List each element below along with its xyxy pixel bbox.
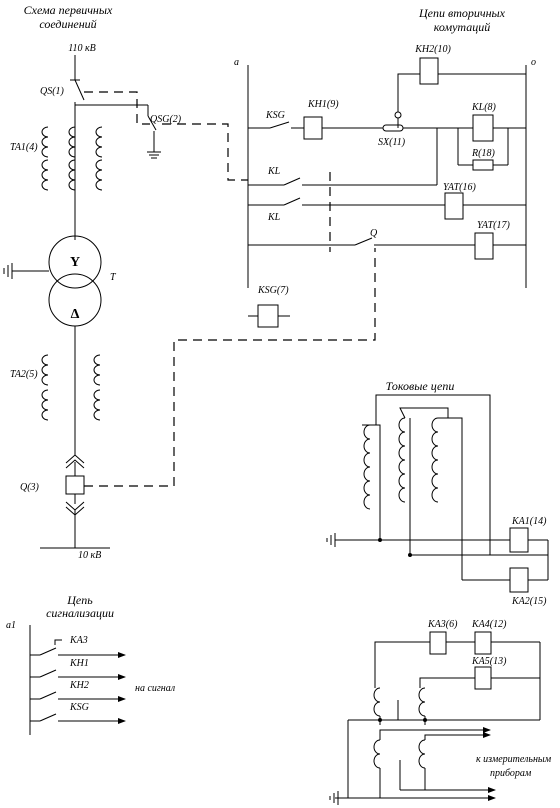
relay-kl8 — [472, 114, 494, 142]
r18-label: R(18) — [471, 148, 495, 159]
current-heading: Токовые цепи — [386, 379, 455, 393]
relay-ksg7 — [257, 304, 279, 328]
to-signal-label: на сигнал — [135, 683, 176, 694]
kh1-label: KH1(9) — [307, 99, 339, 110]
voltage-10-label: 10 кВ — [78, 550, 101, 561]
resistor-r18 — [472, 159, 494, 171]
yat16-label: YAT(16) — [443, 182, 476, 193]
test-link-sx11 — [382, 124, 404, 132]
power-transformer-t: Y Δ — [3, 235, 102, 327]
current-circuits: Токовые цепи KA1(14) — [326, 379, 549, 607]
ka1-label: KA1(14) — [511, 516, 547, 527]
signal-kh2-label: KH2 — [69, 680, 89, 691]
winding-hv-symbol: Y — [70, 255, 80, 270]
to-meters-label-2: приборам — [490, 768, 532, 779]
qs1-label: QS(1) — [40, 86, 65, 97]
winding-lv-symbol: Δ — [71, 307, 80, 322]
ct-windings-upper — [363, 407, 463, 510]
ka3-label: KA3(6) — [427, 619, 458, 630]
circuit-breaker-q3 — [65, 454, 85, 548]
secondary-heading-1: Цепи вторичных — [418, 6, 506, 20]
signal-bus-label: a1 — [6, 620, 16, 631]
kh2-label: KH2(10) — [414, 44, 451, 55]
primary-heading-1: Схема первичных — [24, 3, 113, 17]
trip-coil-yat16 — [444, 192, 464, 220]
trip-coil-yat17 — [474, 232, 494, 260]
bus-o-label: o — [531, 57, 536, 68]
secondary-circuits: Цепи вторичных комутаций a o KH2(10) KSG… — [234, 6, 536, 328]
kl8-label: KL(8) — [471, 102, 497, 113]
primary-scheme: Схема первичных соединений 110 кВ QS(1) … — [3, 3, 376, 561]
voltage-110-label: 110 кВ — [68, 43, 96, 54]
ct-ta2-circuits: KA3(6) KA4(12) KA5(13) к — [329, 619, 552, 805]
relay-kh2 — [419, 57, 439, 85]
ka2-label: KA2(15) — [511, 596, 547, 607]
yat17-label: YAT(17) — [477, 220, 510, 231]
ka4-label: KA4(12) — [471, 619, 507, 630]
ksg7-label: KSG(7) — [257, 285, 289, 296]
relay-ka4 — [474, 631, 492, 655]
kl-contact-a-label: KL — [267, 166, 281, 177]
relay-ka5 — [474, 666, 492, 690]
current-transformer-ta1 — [41, 126, 103, 191]
signal-heading-1: Цепь — [66, 593, 93, 607]
ksg-contact-label: KSG — [265, 110, 285, 121]
signal-ka3-label: KA3 — [69, 635, 88, 646]
relay-ka3 — [429, 631, 447, 655]
ta2-label: TA2(5) — [10, 369, 38, 380]
signal-heading-2: сигнализации — [46, 606, 114, 620]
relay-kh1 — [303, 116, 323, 140]
kl-contact-b-label: KL — [267, 212, 281, 223]
ta1-label: TA1(4) — [10, 142, 38, 153]
signal-circuit: Цепь сигнализации a1 KA3 KH1 KH2 KSG на … — [6, 593, 176, 735]
qsg2-label: QSG(2) — [150, 114, 182, 125]
relay-ka2 — [509, 567, 529, 593]
transformer-label: T — [110, 272, 117, 283]
signal-ksg-label: KSG — [69, 702, 89, 713]
q-contact-label: Q — [370, 228, 378, 239]
current-transformer-ta2 — [41, 354, 101, 421]
signal-kh1-label: KH1 — [69, 658, 89, 669]
disconnector-qs1 — [70, 79, 85, 240]
to-meters-label-1: к измерительным — [476, 754, 552, 765]
primary-heading-2: соединений — [39, 17, 96, 31]
ka5-label: KA5(13) — [471, 656, 507, 667]
secondary-heading-2: комутаций — [434, 20, 491, 34]
relay-ka1 — [509, 527, 529, 553]
q3-label: Q(3) — [20, 482, 40, 493]
bus-a-label: a — [234, 57, 239, 68]
sx11-label: SX(11) — [378, 137, 406, 148]
